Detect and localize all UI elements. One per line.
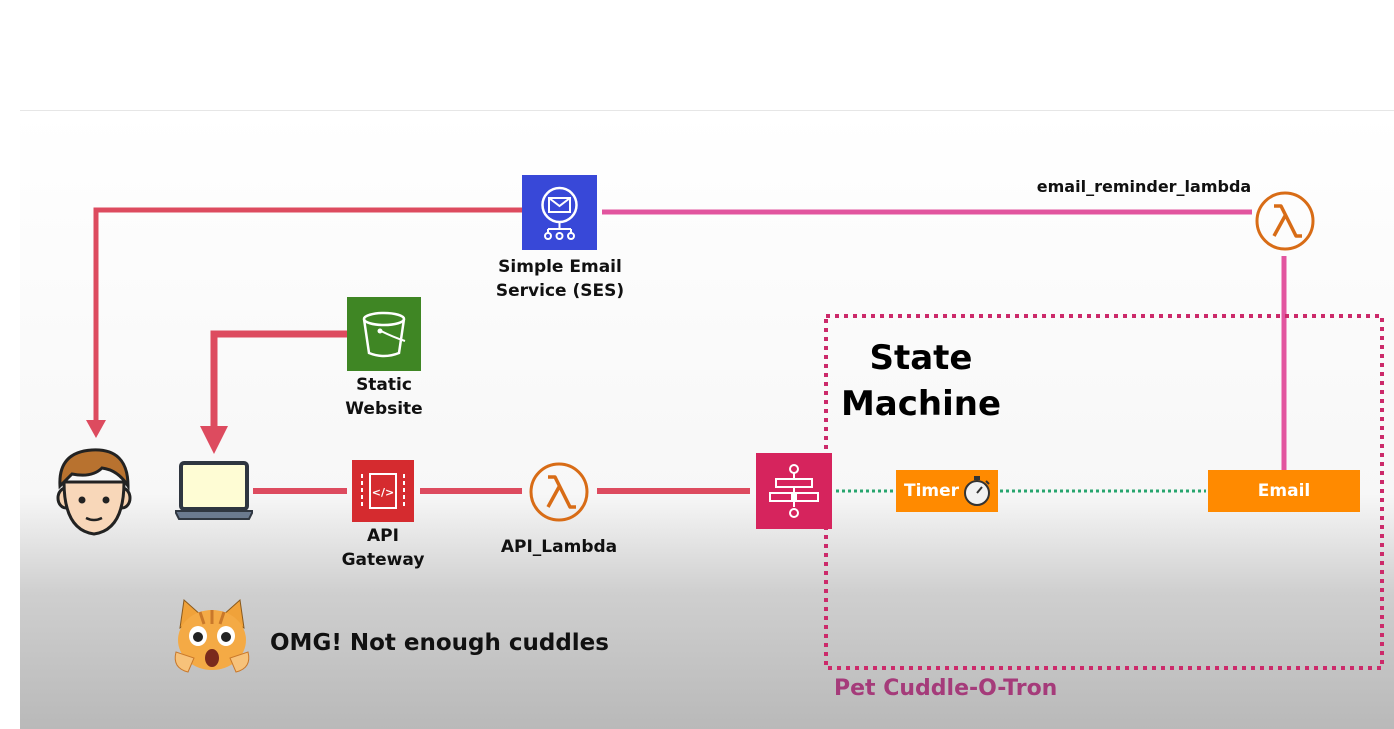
svg-text:</>: </> [372, 486, 394, 499]
s3-label-line2: Website [345, 399, 423, 419]
ses-label-line1: Simple Email [498, 257, 622, 277]
step-functions-icon [756, 453, 832, 529]
laptop-arrowhead [200, 426, 228, 454]
ses-label-line2: Service (SES) [495, 281, 625, 301]
scared-cat-icon [174, 599, 250, 673]
lambda-icon [529, 462, 589, 522]
email-reminder-lambda-icon [1255, 191, 1315, 251]
s3-bucket-icon [347, 297, 421, 371]
laptop-icon [175, 461, 253, 520]
ses-icon [522, 175, 597, 250]
apigw-label-line2: Gateway [341, 550, 425, 570]
api-gateway-icon: </> [352, 460, 414, 522]
email-lambda-label: email_reminder_lambda [1036, 177, 1252, 196]
apigw-label-line1: API [367, 526, 399, 546]
cat-caption: OMG! Not enough cuddles [270, 630, 609, 656]
state-machine-title-line1: State [869, 338, 973, 378]
s3-to-laptop-line [210, 330, 347, 428]
user-arrowhead [86, 420, 106, 438]
stopwatch-icon [964, 476, 990, 506]
api-lambda-label: API_Lambda [500, 537, 618, 557]
email-label: Email [1257, 481, 1311, 501]
ses-to-user-line [93, 207, 522, 420]
timer-state: Timer [896, 470, 998, 512]
user-face-icon [56, 448, 132, 536]
project-title: Pet Cuddle-O-Tron [834, 676, 1058, 701]
s3-label-line1: Static [356, 375, 412, 395]
timer-label: Timer [904, 481, 960, 501]
state-machine-title-line2: Machine [840, 384, 1002, 424]
email-state: Email [1208, 470, 1360, 512]
